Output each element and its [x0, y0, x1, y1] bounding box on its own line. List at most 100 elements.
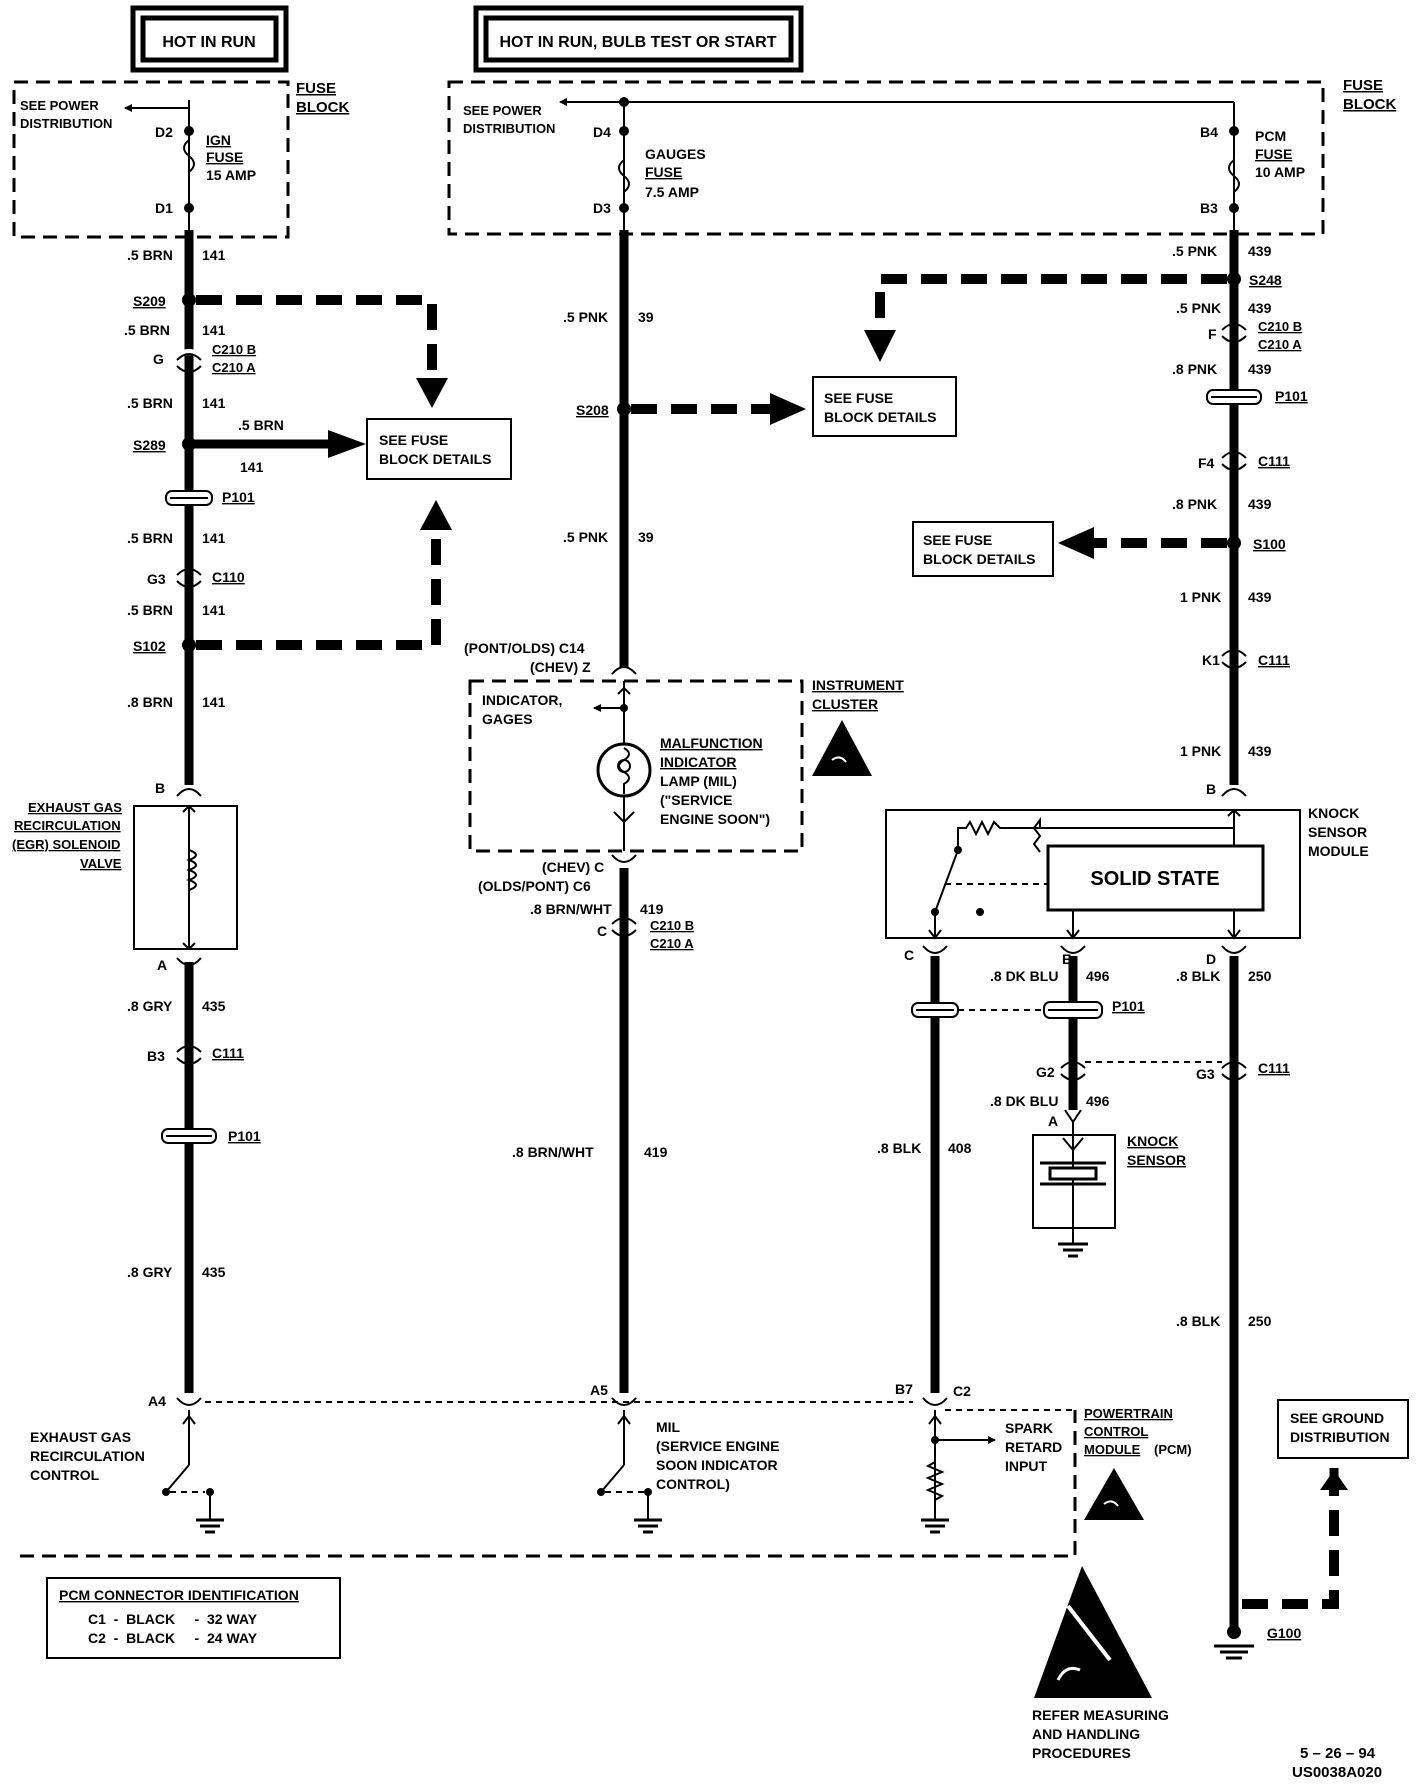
- svg-text:1 PNK: 1 PNK: [1180, 743, 1221, 759]
- svg-text:D2: D2: [155, 124, 173, 140]
- svg-text:MODULE: MODULE: [1308, 843, 1369, 859]
- svg-text:(SERVICE ENGINE: (SERVICE ENGINE: [656, 1438, 779, 1454]
- svg-text:C210 B: C210 B: [650, 918, 694, 933]
- svg-text:G100: G100: [1267, 1625, 1301, 1641]
- svg-text:P101: P101: [1112, 998, 1145, 1014]
- svg-text:15 AMP: 15 AMP: [206, 167, 256, 183]
- hot-in-run-header: HOT IN RUN: [130, 5, 289, 73]
- svg-text:.8 GRY: .8 GRY: [127, 1264, 173, 1280]
- svg-text:SENSOR: SENSOR: [1308, 824, 1367, 840]
- svg-text:(PCM): (PCM): [1154, 1442, 1192, 1457]
- svg-text:C111: C111: [212, 1045, 244, 1061]
- svg-text:.5 BRN: .5 BRN: [238, 417, 284, 433]
- svg-text:FUSE: FUSE: [645, 164, 682, 180]
- svg-text:MODULE: MODULE: [1084, 1442, 1141, 1457]
- svg-text:(OLDS/PONT) C6: (OLDS/PONT) C6: [478, 878, 591, 894]
- svg-text:C210 B: C210 B: [212, 342, 256, 357]
- svg-text:INDICATOR,: INDICATOR,: [482, 692, 562, 708]
- svg-text:C110: C110: [212, 569, 245, 585]
- svg-text:C210 A: C210 A: [650, 936, 694, 951]
- svg-text:P101: P101: [222, 489, 255, 505]
- svg-text:KNOCK: KNOCK: [1127, 1133, 1178, 1149]
- svg-text:INPUT: INPUT: [1005, 1458, 1047, 1474]
- svg-text:.8 PNK: .8 PNK: [1172, 496, 1217, 512]
- circuit-408: .8 BLK 408: [877, 956, 972, 1393]
- svg-text:DISTRIBUTION: DISTRIBUTION: [20, 116, 112, 131]
- svg-text:B3: B3: [147, 1048, 165, 1064]
- svg-text:.8 BRN: .8 BRN: [127, 694, 173, 710]
- svg-text:AND HANDLING: AND HANDLING: [1032, 1726, 1140, 1742]
- svg-text:MIL: MIL: [656, 1419, 681, 1435]
- svg-text:F: F: [1208, 326, 1217, 342]
- svg-text:A4: A4: [148, 1393, 166, 1409]
- svg-text:B4: B4: [1200, 124, 1218, 140]
- svg-text:FUSE: FUSE: [296, 80, 336, 97]
- footer-date: 5 – 26 – 94: [1300, 1745, 1376, 1762]
- svg-text:SEE GROUND: SEE GROUND: [1290, 1410, 1384, 1426]
- svg-text:141: 141: [202, 247, 226, 263]
- svg-text:BLOCK DETAILS: BLOCK DETAILS: [379, 451, 492, 467]
- svg-text:SEE POWER: SEE POWER: [20, 98, 99, 113]
- svg-text:FUSE: FUSE: [206, 149, 243, 165]
- svg-text:S289: S289: [133, 437, 166, 453]
- svg-text:PCM CONNECTOR IDENTIFICATION: PCM CONNECTOR IDENTIFICATION: [59, 1587, 299, 1603]
- p101-connector-496: [1043, 1001, 1103, 1019]
- svg-text:INSTRUMENT: INSTRUMENT: [812, 677, 904, 693]
- knock-sensor-module: B KNOCK SENSOR MODULE SOLID STATE C E D: [885, 781, 1369, 967]
- svg-text:B: B: [1206, 781, 1216, 797]
- svg-text:G3: G3: [1196, 1066, 1215, 1082]
- svg-text:439: 439: [1248, 589, 1272, 605]
- svg-text:KNOCK: KNOCK: [1308, 805, 1359, 821]
- svg-text:P101: P101: [1275, 388, 1308, 404]
- fuse-detail-arrows-left: [196, 295, 452, 650]
- svg-text:.5 PNK: .5 PNK: [1176, 300, 1221, 316]
- svg-text:S100: S100: [1253, 536, 1286, 552]
- svg-text:C210 A: C210 A: [1258, 337, 1302, 352]
- svg-text:BLOCK DETAILS: BLOCK DETAILS: [824, 409, 937, 425]
- svg-text:.8 GRY: .8 GRY: [127, 998, 173, 1014]
- svg-text:B: B: [155, 780, 165, 796]
- see-fuse-block-box-3: SEE FUSE BLOCK DETAILS: [912, 521, 1054, 577]
- svg-text:S248: S248: [1249, 272, 1282, 288]
- svg-text:C210 A: C210 A: [212, 360, 256, 375]
- svg-text:PROCEDURES: PROCEDURES: [1032, 1745, 1131, 1761]
- svg-text:IGN: IGN: [206, 132, 231, 148]
- see-fuse-block-box-2: SEE FUSE BLOCK DETAILS: [812, 376, 957, 437]
- svg-text:CONTROL: CONTROL: [1084, 1424, 1148, 1439]
- svg-text:A: A: [157, 957, 167, 973]
- svg-text:141: 141: [202, 530, 226, 546]
- p101-connector-408: [911, 1002, 959, 1018]
- svg-text:G3: G3: [147, 571, 166, 587]
- svg-text:RECIRCULATION: RECIRCULATION: [30, 1448, 145, 1464]
- circuit-439: .5 PNK 439 S248 .5 PNK 439 F C210 B C210…: [864, 230, 1308, 785]
- esd-warning-icon: [812, 720, 872, 776]
- svg-text:C: C: [597, 923, 607, 939]
- svg-text:SEE FUSE: SEE FUSE: [379, 432, 448, 448]
- p101-connector-435: [161, 1128, 217, 1144]
- hot-in-run-bulb-test-header: HOT IN RUN, BULB TEST OR START: [473, 5, 804, 73]
- circuit-250: .8 BLK 250 G3 C111 .8 BLK 250 G100: [1176, 956, 1348, 1660]
- svg-text:439: 439: [1248, 743, 1272, 759]
- see-fuse-block-box-1: SEE FUSE BLOCK DETAILS: [366, 418, 512, 480]
- svg-text:(CHEV) C: (CHEV) C: [542, 859, 604, 875]
- svg-text:RECIRCULATION: RECIRCULATION: [14, 818, 121, 833]
- svg-text:10 AMP: 10 AMP: [1255, 164, 1305, 180]
- svg-text:DISTRIBUTION: DISTRIBUTION: [1290, 1429, 1390, 1445]
- svg-text:MALFUNCTION: MALFUNCTION: [660, 735, 763, 751]
- svg-text:REFER MEASURING: REFER MEASURING: [1032, 1707, 1169, 1723]
- svg-text:.5 BRN: .5 BRN: [127, 602, 173, 618]
- svg-text:("SERVICE: ("SERVICE: [660, 792, 733, 808]
- svg-text:439: 439: [1248, 496, 1272, 512]
- svg-text:BLOCK: BLOCK: [1343, 96, 1396, 113]
- svg-text:.8 DK BLU: .8 DK BLU: [990, 968, 1058, 984]
- svg-text:.5 PNK: .5 PNK: [563, 309, 608, 325]
- svg-text:.8 BLK: .8 BLK: [1176, 1313, 1220, 1329]
- svg-text:.5 BRN: .5 BRN: [124, 322, 170, 338]
- svg-text:ENGINE SOON"): ENGINE SOON"): [660, 811, 770, 827]
- svg-text:DISTRIBUTION: DISTRIBUTION: [463, 121, 555, 136]
- svg-text:39: 39: [638, 309, 654, 325]
- svg-text:419: 419: [644, 1144, 668, 1160]
- svg-text:E: E: [1062, 951, 1071, 967]
- svg-text:A: A: [1048, 1113, 1058, 1129]
- svg-text:1 PNK: 1 PNK: [1180, 589, 1221, 605]
